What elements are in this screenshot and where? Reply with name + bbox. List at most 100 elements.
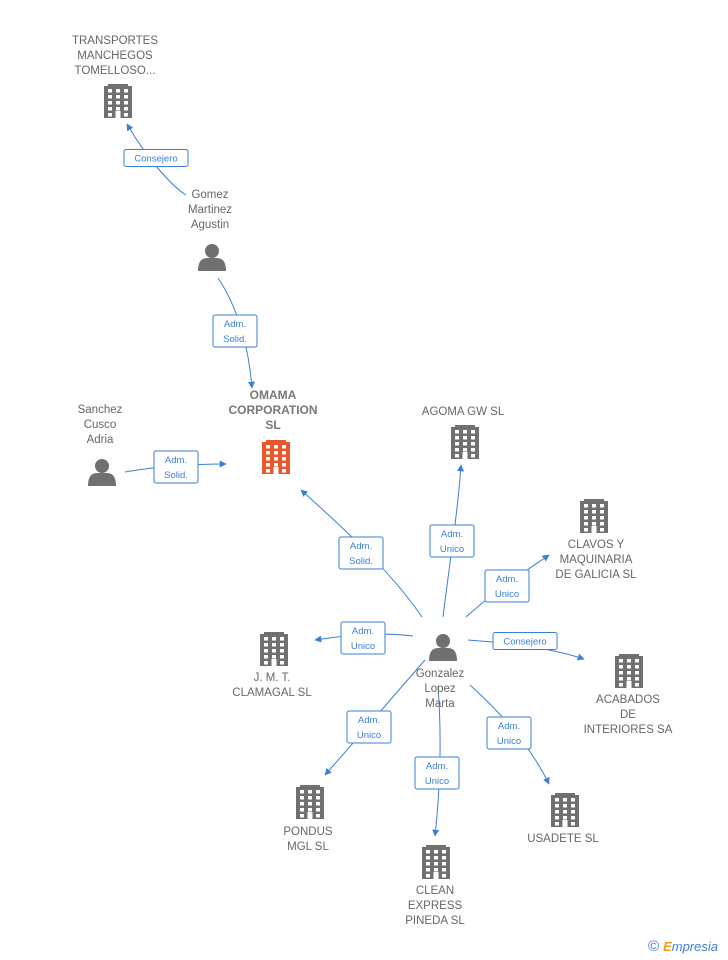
node-agoma[interactable]: AGOMA GW SL xyxy=(422,406,505,459)
node-clean[interactable]: CLEAN EXPRESS PINEDA SL xyxy=(405,845,465,927)
edge-label: Adm. xyxy=(358,715,380,726)
edge-label: Unico xyxy=(497,736,521,747)
node-label: Cusco xyxy=(84,419,117,431)
edge-gonzalez-agoma: Adm.Unico xyxy=(429,464,475,618)
node-label: ACABADOS xyxy=(596,694,660,706)
node-label: DE xyxy=(620,709,636,721)
node-label: PINEDA SL xyxy=(405,915,465,927)
node-label: Martinez xyxy=(188,204,232,216)
building-icon xyxy=(260,632,288,666)
edge-label-box[interactable]: Adm. Unico xyxy=(346,710,392,744)
building-icon xyxy=(551,793,579,827)
node-label: INTERIORES SA xyxy=(584,724,673,736)
building-icon xyxy=(262,440,290,474)
edge-gonzalez-clean: Adm. Unico xyxy=(414,685,460,837)
edge-label: Unico xyxy=(495,589,519,600)
edge-line xyxy=(126,123,187,196)
node-label: CLAVOS Y xyxy=(568,539,625,551)
node-label: CLAMAGAL SL xyxy=(232,687,312,699)
edge-label-box[interactable]: Consejero xyxy=(123,149,189,167)
node-label: Marta xyxy=(425,698,455,710)
node-label: Gonzalez xyxy=(416,668,465,680)
building-icon xyxy=(580,499,608,533)
node-clavos[interactable]: CLAVOS Y MAQUINARIA DE GALICIA SL xyxy=(555,499,637,581)
node-label: EXPRESS xyxy=(408,900,463,912)
person-icon xyxy=(198,244,226,271)
node-label: Gomez xyxy=(191,189,228,201)
edge-gonzalez-usadete: Adm. Unico xyxy=(469,684,550,785)
edge-label: Unico xyxy=(440,544,464,555)
edge-label: Unico xyxy=(357,730,381,741)
edge-label: Solid. xyxy=(349,556,373,567)
node-acabados[interactable]: ACABADOS DE INTERIORES SA xyxy=(584,654,673,736)
node-label: TOMELLOSO... xyxy=(75,65,156,77)
node-transportes[interactable]: TRANSPORTES MANCHEGOS TOMELLOSO... xyxy=(72,35,158,118)
edge-gonzalez-jmt: Adm. Unico xyxy=(314,621,414,655)
node-pondus[interactable]: PONDUS MGL SL xyxy=(283,785,333,853)
edge-label-box[interactable]: Adm. Unico xyxy=(340,621,386,655)
node-label: MANCHEGOS xyxy=(77,50,153,62)
node-label: TRANSPORTES xyxy=(72,35,158,47)
node-label: CLEAN xyxy=(416,885,454,897)
building-icon xyxy=(451,425,479,459)
edge-label-box[interactable]: Adm. Unico xyxy=(486,716,532,750)
edge-label: Solid. xyxy=(223,334,247,345)
edge-gonzalez-acabados: Consejero xyxy=(467,632,585,661)
person-icon xyxy=(88,459,116,486)
edge-label-box[interactable]: Adm. Solid. xyxy=(212,314,258,348)
copyright-footer: ©Empresia xyxy=(648,938,718,955)
edge-label-box[interactable]: Adm. Solid. xyxy=(153,450,199,484)
edge-gomez-transportes: Consejero xyxy=(123,123,189,196)
edge-label: Consejero xyxy=(503,637,546,648)
edge-label-box[interactable]: Adm. Solid. xyxy=(338,536,384,570)
edge-label: Adm. xyxy=(498,721,520,732)
node-label: PONDUS xyxy=(283,826,333,838)
edge-gonzalez-omama: Adm. Solid. xyxy=(300,489,423,618)
edge-label: Adm. xyxy=(352,626,374,637)
edge-sanchez-omama: Adm. Solid. xyxy=(124,450,227,484)
node-label: OMAMA xyxy=(250,388,297,402)
edge-label-box[interactable]: Adm.Unico xyxy=(429,524,475,558)
edge-label: Unico xyxy=(351,641,375,652)
brand-logo[interactable]: Empresia xyxy=(663,939,718,954)
node-label: Adria xyxy=(87,434,114,446)
edge-label: Adm. xyxy=(426,761,448,772)
edges-layer: ConsejeroAdm.Solid.Adm.Solid.Adm.Solid.A… xyxy=(123,123,585,837)
edge-gonzalez-clavos: Adm. Unico xyxy=(465,554,550,618)
node-label: Sanchez xyxy=(78,404,123,416)
node-label: Agustin xyxy=(191,219,229,231)
edge-label: Unico xyxy=(425,776,449,787)
copyright-icon: © xyxy=(648,938,660,955)
node-usadete[interactable]: USADETE SL xyxy=(527,793,599,845)
building-icon xyxy=(615,654,643,688)
node-label: Lopez xyxy=(424,683,456,695)
building-icon xyxy=(422,845,450,879)
node-label: USADETE SL xyxy=(527,833,599,845)
nodes-layer: TRANSPORTES MANCHEGOS TOMELLOSO... GomezMar… xyxy=(72,35,673,927)
edge-label: Solid. xyxy=(164,470,188,481)
node-label: MAQUINARIA xyxy=(560,554,633,566)
node-jmt[interactable]: J. M. T. CLAMAGAL SL xyxy=(232,632,312,699)
edge-label: Consejero xyxy=(134,154,177,165)
edge-label: Adm. xyxy=(350,541,372,552)
edge-gomez-omama: Adm. Solid. xyxy=(212,277,258,389)
building-icon xyxy=(296,785,324,819)
edge-label: Adm. xyxy=(224,319,246,330)
person-icon xyxy=(429,634,457,661)
node-label: J. M. T. xyxy=(254,672,291,684)
node-label: CORPORATION xyxy=(228,403,317,417)
building-icon xyxy=(104,84,132,118)
edge-label: Adm. xyxy=(165,455,187,466)
edge-label: Adm. xyxy=(496,574,518,585)
edge-label-box[interactable]: Consejero xyxy=(492,632,558,650)
edge-label-box[interactable]: Adm. Unico xyxy=(484,569,530,603)
edge-label-box[interactable]: Adm. Unico xyxy=(414,756,460,790)
node-label: AGOMA GW SL xyxy=(422,406,505,418)
node-label: DE GALICIA SL xyxy=(555,569,637,581)
node-label: MGL SL xyxy=(287,841,329,853)
